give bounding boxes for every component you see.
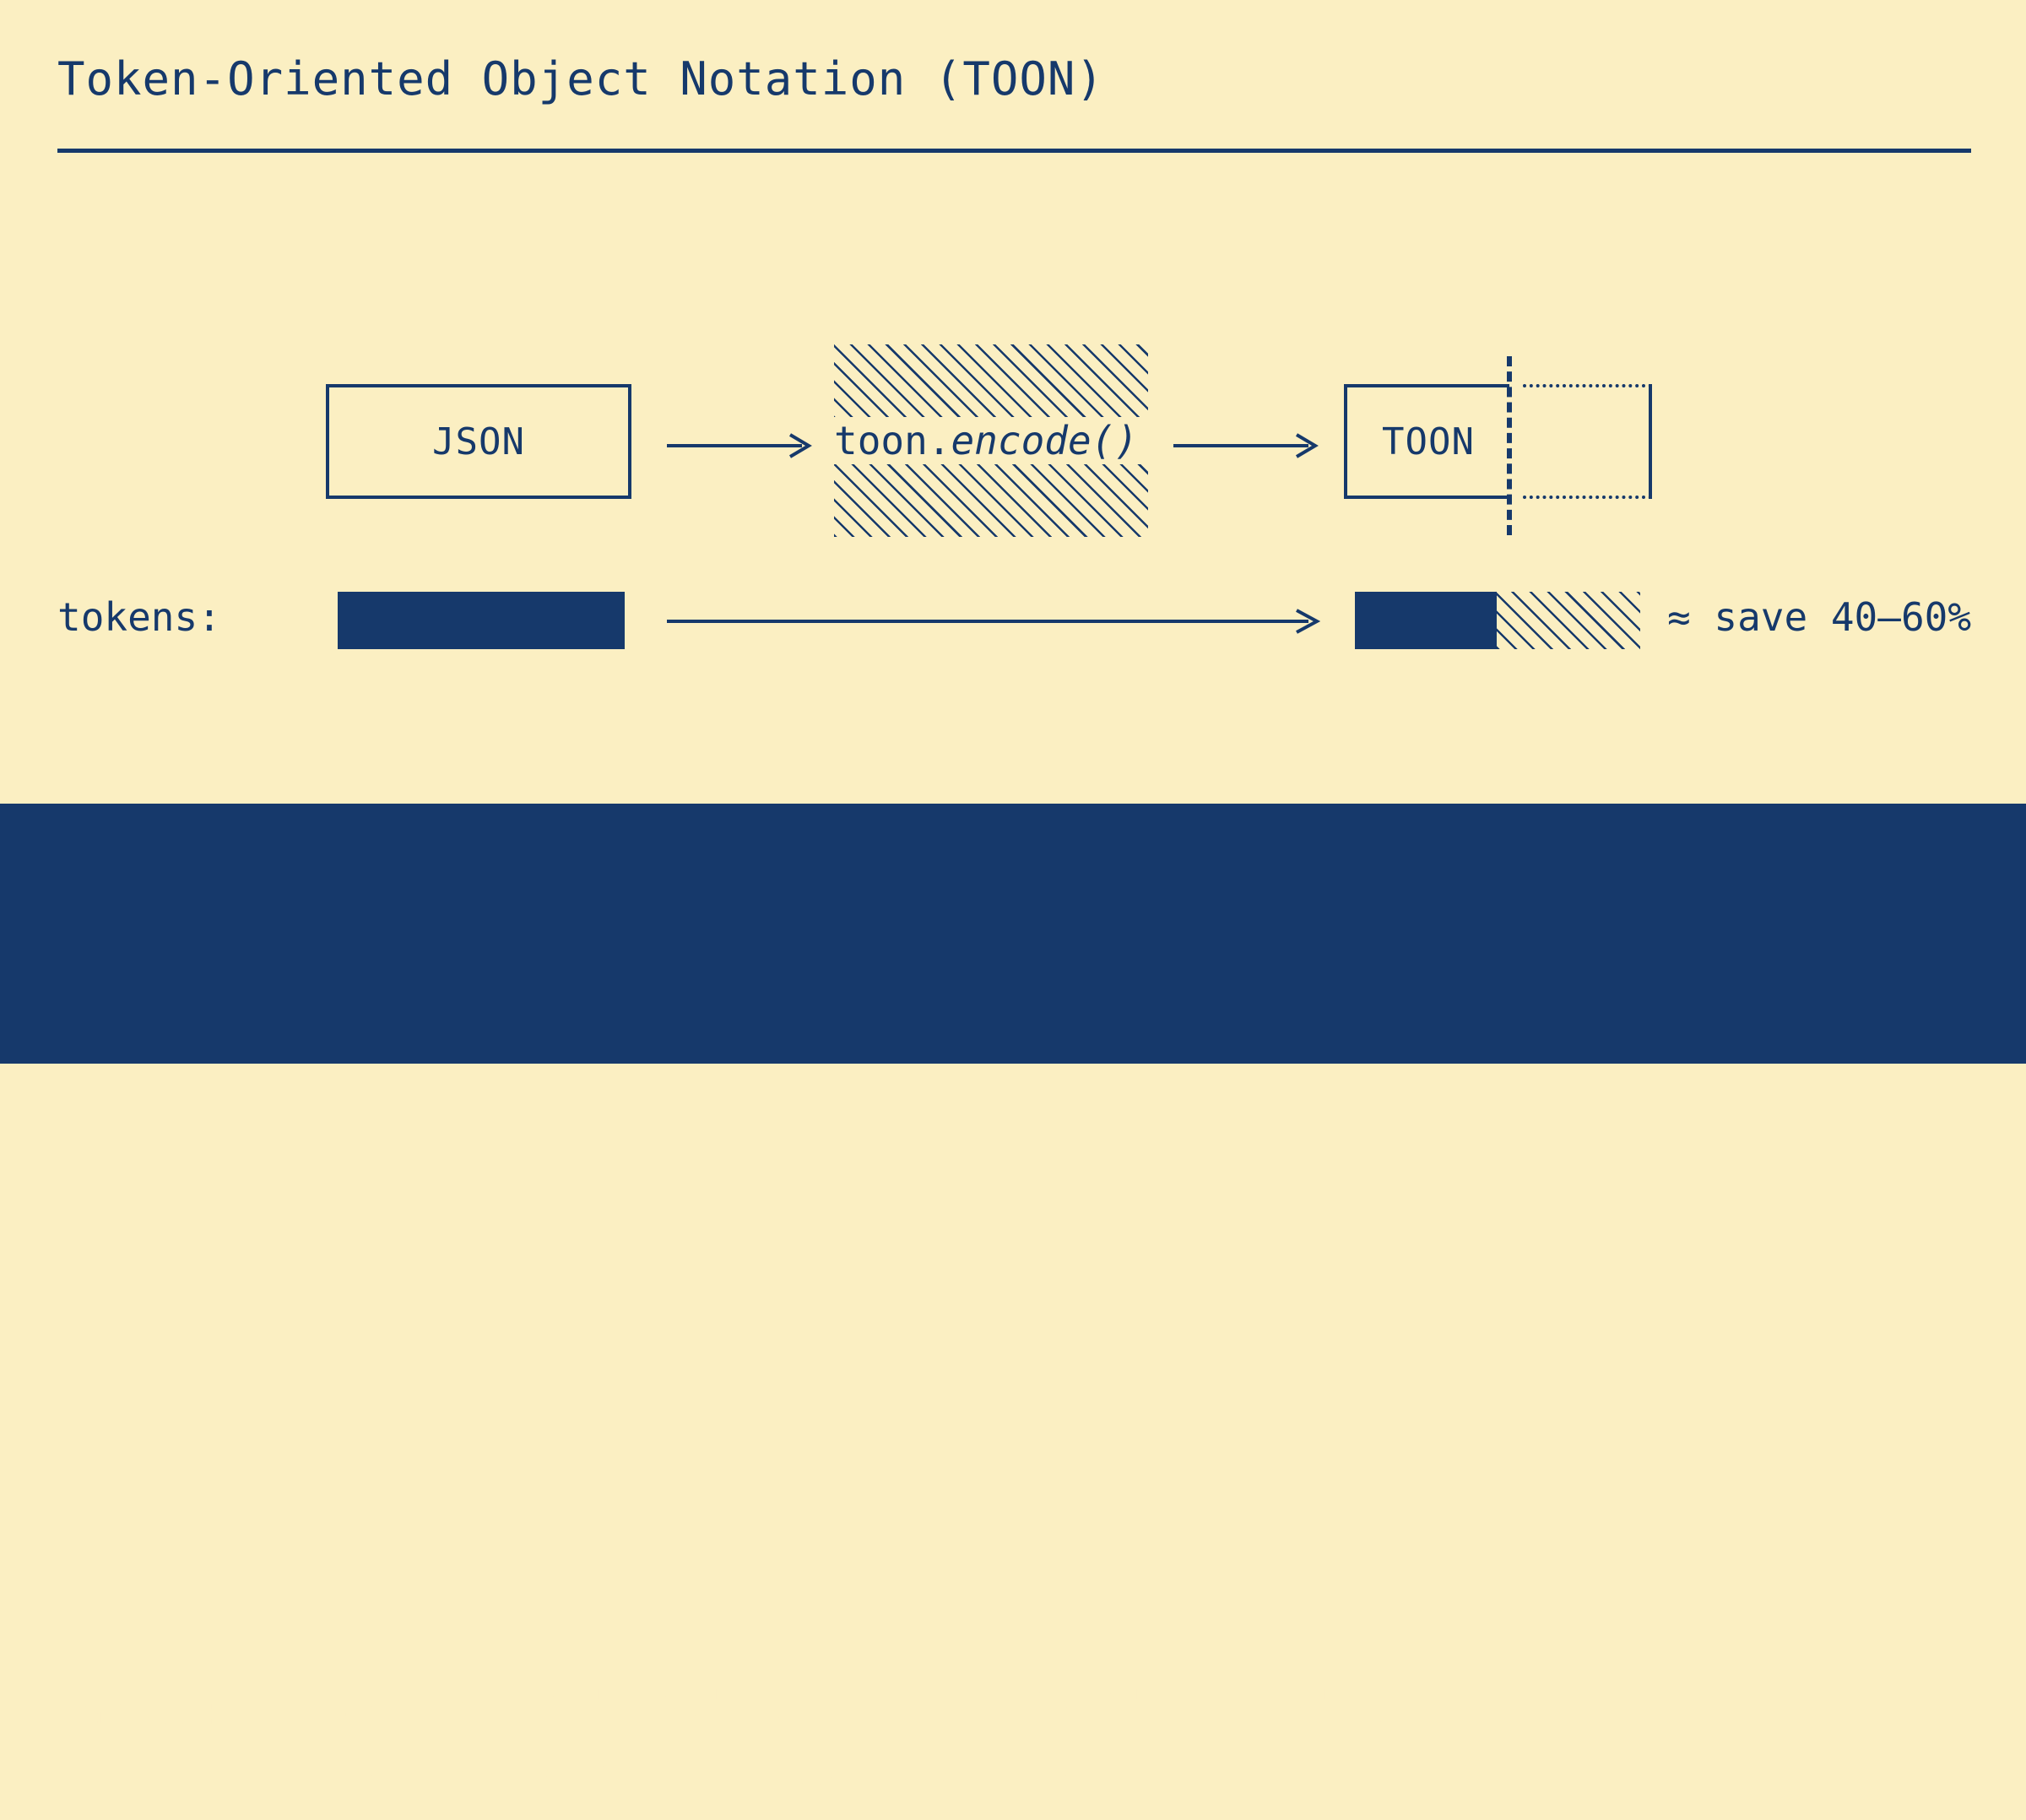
toon-node-label: TOON [1382,420,1475,463]
toon-saved-region [1523,384,1652,499]
sample-row-arrow-icon: → [444,1682,468,1727]
sample-row-arrow-icon: → [444,1751,468,1796]
sample-row-format: TOON [319,1751,413,1796]
tokens-bar-toon-used [1355,592,1497,649]
flow-arrow-encoder-to-toon [1173,427,1322,464]
tokens-bar-toon [1355,592,1640,649]
tokens-bar-toon-saved [1497,592,1640,649]
tokens-row-label: tokens: [57,594,221,640]
encoding-flow-diagram: JSON toon.encode() TOON [326,344,1656,537]
tokens-reduction-arrow [667,603,1322,640]
sample-row-code: tags[3]: jazz,chill,lofi [539,1751,1100,1796]
json-node[interactable]: JSON [326,384,631,499]
page-title: Token-Oriented Object Notation (TOON) [57,52,1104,106]
tokens-bar-json [338,592,625,649]
toon-node[interactable]: TOON [1344,384,1509,499]
sample-row-code: { "tags": ["jazz", "chill", "lofi"] } [539,1682,1404,1727]
encoder-node[interactable]: toon.encode() [834,344,1148,537]
sample-label: sample: [57,1687,221,1733]
toon-savings-divider [1507,356,1512,535]
sample-row: JSON → { "tags": ["jazz", "chill", "lofi… [319,1682,1404,1751]
json-node-label: JSON [432,420,525,463]
sample-panel: sample: JSON → { "tags": ["jazz", "chill… [0,804,2026,1796]
sample-rows: JSON → { "tags": ["jazz", "chill", "lofi… [319,1682,1404,1820]
flow-arrow-json-to-encoder [667,427,815,464]
encoder-label-function: encode() [951,418,1139,463]
title-divider [57,149,1971,153]
tokens-savings-note: ≈ save 40–60% [1667,594,1972,640]
encoder-label: toon.encode() [834,417,1148,464]
encoder-hatch-bottom [834,463,1148,537]
encoder-hatch-top [834,344,1148,419]
encoder-label-namespace: toon. [834,418,951,463]
sample-row: TOON → tags[3]: jazz,chill,lofi [319,1751,1404,1820]
slide-canvas: Token-Oriented Object Notation (TOON) JS… [0,52,2026,1796]
toon-node-group[interactable]: TOON [1344,356,1656,535]
sample-row-format: JSON [319,1682,413,1727]
